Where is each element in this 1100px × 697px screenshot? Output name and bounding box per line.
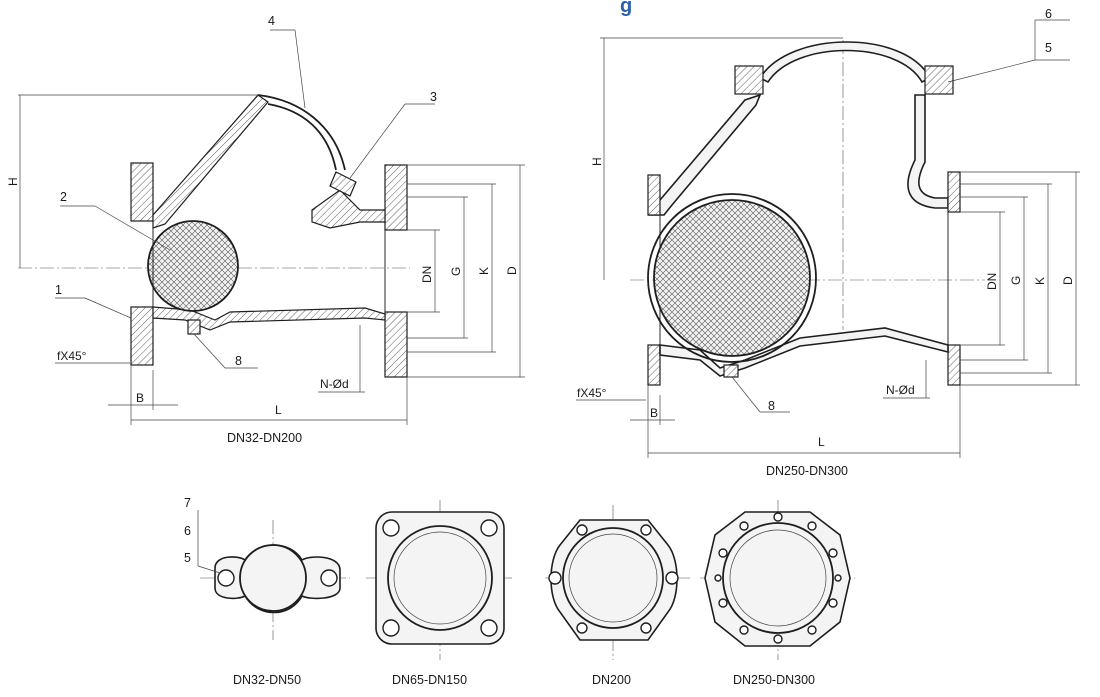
flange-caption-4: DN250-DN300 [733,673,815,687]
left-part-2: 2 [60,190,67,204]
flange-view-dn65-dn150: DN65-DN150 [366,500,515,687]
left-dimensions: H DN G K D L B fX45° N-Ød [6,94,525,445]
left-dim-K: K [477,267,491,275]
right-dim-DN: DN [985,273,999,290]
flange-view-dn32-dn50: 7 6 5 DN32-DN50 [184,496,350,687]
left-dim-holes: N-Ød [320,377,349,391]
left-dim-H: H [6,177,20,186]
flange-caption-2: DN65-DN150 [392,673,467,687]
right-part-8: 8 [768,399,775,413]
flange-caption-3: DN200 [592,673,631,687]
right-dim-D: D [1061,276,1075,285]
header-fragment: g [620,0,632,17]
left-part-4: 4 [268,14,275,28]
right-dim-B: B [650,406,658,420]
left-part-8: 8 [235,354,242,368]
flange-caption-1: DN32-DN50 [233,673,301,687]
left-part-1: 1 [55,283,62,297]
left-dim-DN: DN [420,266,434,283]
left-part-3: 3 [430,90,437,104]
left-part-callouts: 4 3 2 1 8 [55,14,437,369]
flange-part-6: 6 [184,524,191,538]
left-dim-B: B [136,391,144,405]
flange-view-dn250-dn300: DN250-DN300 [700,500,855,687]
left-dim-D: D [505,266,519,275]
right-dim-H: H [590,157,604,166]
right-part-5: 5 [1045,41,1052,55]
flange-part-5: 5 [184,551,191,565]
right-dimensions: H DN G K D L B fX45° N-Ød [576,37,1080,478]
right-part-callouts: 6 5 8 [731,7,1070,413]
left-valve-section [18,94,410,378]
right-dim-holes: N-Ød [886,383,915,397]
right-valve-section [630,40,985,386]
right-dim-L: L [818,435,825,449]
left-dim-G: G [449,267,463,276]
left-dim-L: L [275,403,282,417]
right-caption: DN250-DN300 [766,464,848,478]
left-screen-mesh [147,220,239,312]
left-dim-chamfer: fX45° [57,349,87,363]
flange-view-dn200: DN200 [545,505,690,687]
right-part-6: 6 [1045,7,1052,21]
flange-part-7: 7 [184,496,191,510]
right-dim-K: K [1033,277,1047,285]
right-dim-G: G [1009,276,1023,285]
left-caption: DN32-DN200 [227,431,302,445]
right-dim-chamfer: fX45° [577,386,607,400]
right-screen-mesh [653,199,811,357]
